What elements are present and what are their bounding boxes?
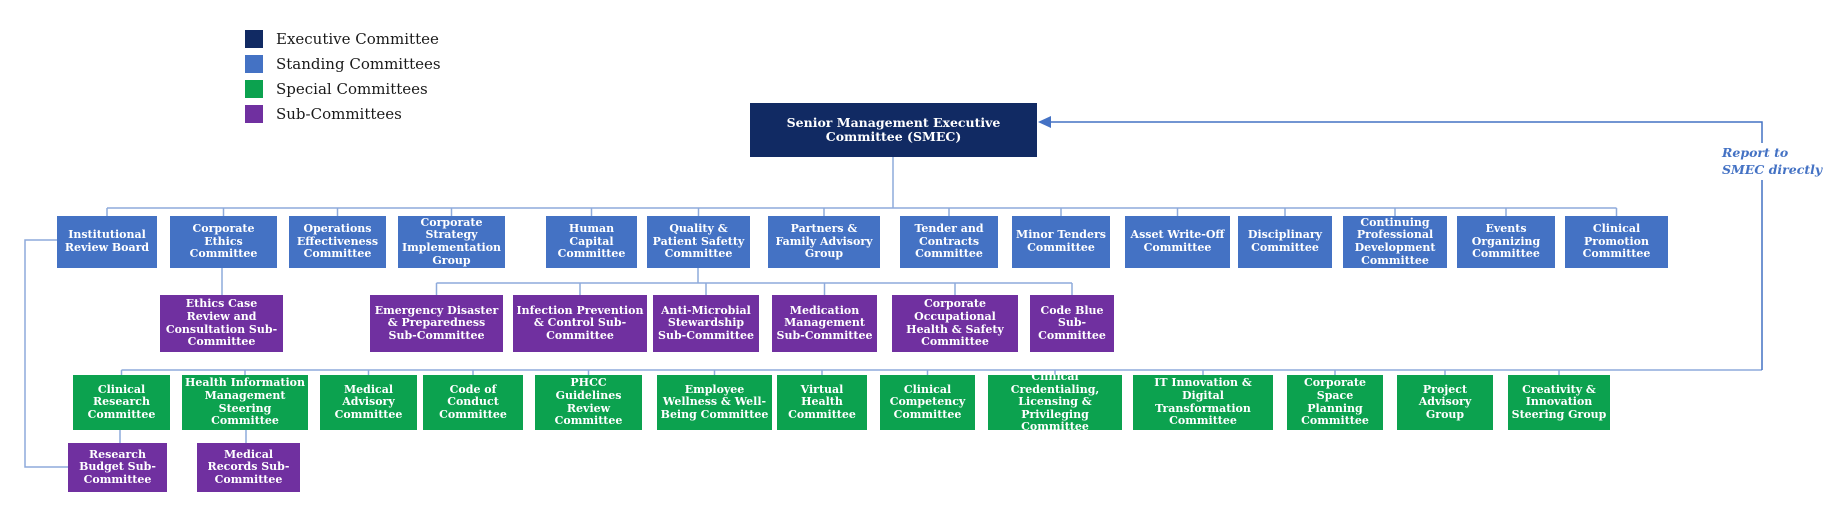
committee-box: Asset Write-Off Committee	[1125, 216, 1230, 268]
committee-box: Events Organizing Committee	[1457, 216, 1555, 268]
committee-box: IT Innovation & Digital Transformation C…	[1133, 375, 1273, 430]
report-to-smec-note: Report to SMEC directly	[1716, 143, 1824, 180]
committee-box: Corporate Ethics Committee	[170, 216, 277, 268]
committee-box: Health Information Management Steering C…	[182, 375, 308, 430]
committee-box: Clinical Competency Committee	[880, 375, 975, 430]
committee-box: Corporate Space Planning Committee	[1287, 375, 1383, 430]
committee-box: Corporate Occupational Health & Safety C…	[892, 295, 1018, 352]
legend-item: Special Committees	[245, 80, 441, 98]
committee-box: Research Budget Sub-Committee	[68, 443, 167, 492]
legend-swatch-sub	[245, 105, 263, 123]
legend-label: Standing Committees	[276, 55, 441, 73]
committee-box: Code Blue Sub-Committee	[1030, 295, 1114, 352]
committee-box: Creativity & Innovation Steering Group	[1508, 375, 1610, 430]
report-note-line1: Report to	[1722, 145, 1789, 160]
committee-box: Tender and Contracts Committee	[900, 216, 998, 268]
committee-box: Clinical Research Committee	[73, 375, 170, 430]
legend-item: Sub-Committees	[245, 105, 441, 123]
committee-box: Code of Conduct Committee	[423, 375, 523, 430]
committee-box: Partners & Family Advisory Group	[768, 216, 880, 268]
report-note-line2: SMEC directly	[1722, 161, 1823, 177]
legend-label: Special Committees	[276, 80, 428, 98]
committee-box: Disciplinary Committee	[1238, 216, 1332, 268]
committee-box: PHCC Guidelines Review Committee	[535, 375, 642, 430]
committee-box: Continuing Professional Development Comm…	[1343, 216, 1447, 268]
committee-box: Anti-Microbial Stewardship Sub-Committee	[653, 295, 759, 352]
legend-label: Sub-Committees	[276, 105, 402, 123]
committee-box: Clinical Credentialing, Licensing & Priv…	[988, 370, 1122, 433]
legend-label: Executive Committee	[276, 30, 439, 48]
committee-box: Clinical Promotion Committee	[1565, 216, 1668, 268]
committee-box: Human Capital Committee	[546, 216, 637, 268]
committee-box: Virtual Health Committee	[777, 375, 867, 430]
committee-box: Medication Management Sub-Committee	[772, 295, 877, 352]
committee-box: Institutional Review Board	[57, 216, 157, 268]
committee-box: Project Advisory Group	[1397, 375, 1493, 430]
committee-box: Minor Tenders Committee	[1012, 216, 1110, 268]
smec-root-box: Senior Management Executive Committee (S…	[750, 103, 1037, 157]
legend-item: Executive Committee	[245, 30, 441, 48]
committee-box: Quality & Patient Safetty Committee	[647, 216, 750, 268]
committee-box: Operations Effectiveness Committee	[289, 216, 386, 268]
legend-swatch-special	[245, 80, 263, 98]
committee-box: Infection Prevention & Control Sub-Commi…	[513, 295, 647, 352]
committee-box: Medical Records Sub-Committee	[197, 443, 300, 492]
legend-item: Standing Committees	[245, 55, 441, 73]
legend-swatch-standing	[245, 55, 263, 73]
committee-box: Medical Advisory Committee	[320, 375, 417, 430]
committee-box: Employee Wellness & Well-Being Committee	[657, 375, 772, 430]
committee-box: Ethics Case Review and Consultation Sub-…	[160, 295, 283, 352]
committee-box: Corporate Strategy Implementation Group	[398, 216, 505, 268]
legend-swatch-executive	[245, 30, 263, 48]
committee-box: Emergency Disaster & Preparedness Sub-Co…	[370, 295, 503, 352]
